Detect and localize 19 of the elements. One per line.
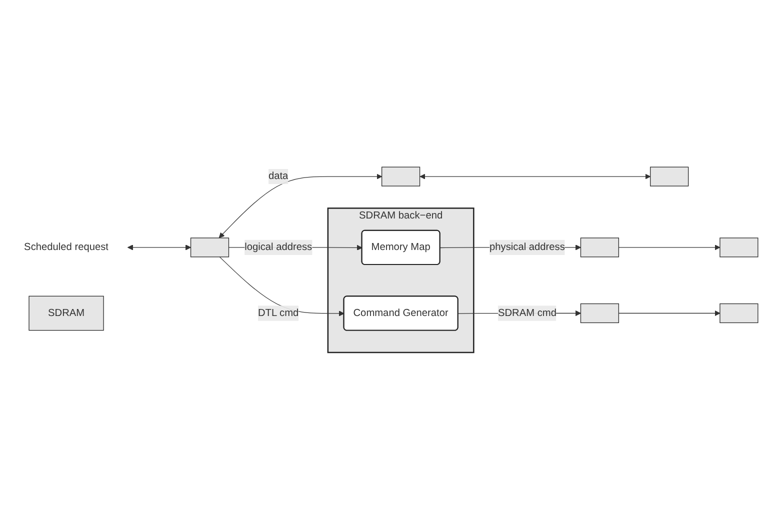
node-box — [720, 304, 758, 324]
node-text: Scheduled request — [24, 242, 109, 253]
edge-label: physical address — [489, 242, 565, 253]
edge-label: SDRAM cmd — [498, 308, 556, 319]
edge-label: logical address — [244, 242, 312, 253]
node-box — [580, 304, 620, 324]
node-box — [190, 238, 230, 258]
arrow — [128, 244, 192, 250]
node-box — [382, 166, 420, 187]
arrow — [218, 174, 382, 238]
node-box — [580, 238, 620, 258]
arrow — [618, 244, 720, 250]
edge-label: DTL cmd — [258, 308, 299, 319]
arrow — [420, 174, 651, 180]
edge-label: data — [268, 171, 288, 182]
node-box — [720, 238, 758, 258]
arrow — [618, 310, 720, 316]
node-box: SDRAM — [28, 296, 104, 331]
node-box — [650, 166, 689, 187]
